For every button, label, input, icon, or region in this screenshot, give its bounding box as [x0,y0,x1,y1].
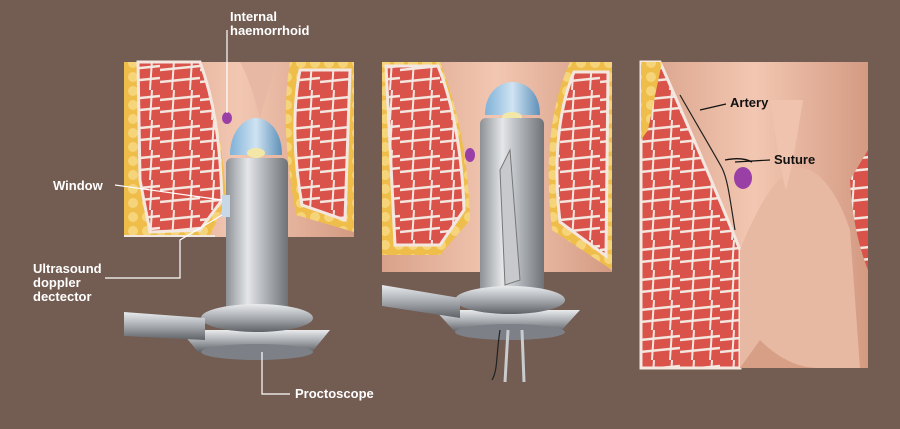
muscle-right [293,68,352,223]
haemorrhoid-2 [465,148,475,162]
proctoscope-handle [124,312,205,340]
label-internal-haemorrhoid: Internal haemorrhoid [230,9,310,38]
proctoscope-window [222,195,230,217]
proctoscope-tip [230,118,282,155]
leader-proctoscope [261,352,290,395]
artery-line [679,94,736,231]
panel-3 [639,60,868,370]
proctoscope-barrel [226,158,288,318]
haemorrhoid-1 [222,112,232,124]
haemorrhoid-3 [734,167,752,189]
label-artery: Artery [730,95,769,110]
leader-artery [699,103,727,111]
leader-window [114,184,223,201]
label-suture: Suture [774,152,816,167]
panel-2 [382,62,612,383]
label-ultrasound-doppler: Ultrasound doppler dectector [33,261,102,304]
panel-1 [105,30,354,395]
leader-suture [734,159,771,163]
label-proctoscope: Proctoscope [295,386,374,401]
muscle-left [136,60,224,234]
leader-ultrasound [105,214,223,279]
label-window: Window [53,178,103,193]
